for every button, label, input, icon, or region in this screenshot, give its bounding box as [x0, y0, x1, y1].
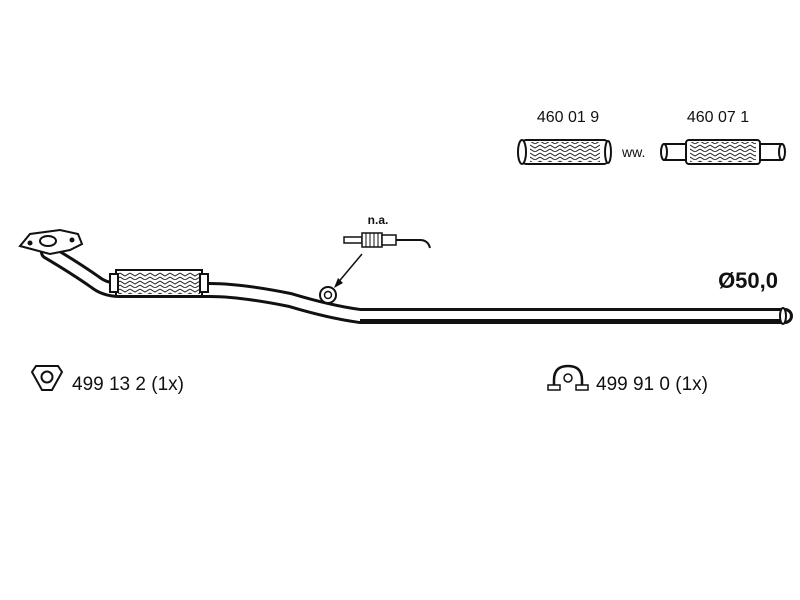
- clamp-part-label: 499 91 0 (1x): [596, 374, 708, 395]
- sensor-arrow: [334, 253, 363, 288]
- sensor-not-included-label: n.a.: [368, 213, 389, 227]
- alternative-label: ww.: [621, 144, 645, 160]
- pipe-flex-section: [109, 269, 209, 297]
- oxygen-sensor: [343, 232, 431, 249]
- clamp-icon: [547, 364, 589, 391]
- inlet-flange: [18, 228, 84, 256]
- gasket-part-label: 499 13 2 (1x): [72, 374, 184, 395]
- pipe-diameter-label: Ø50,0: [718, 268, 778, 293]
- flex-pipe-b-icon: [660, 139, 786, 165]
- exhaust-pipe: [40, 244, 793, 325]
- flex-pipe-a-icon: [517, 139, 612, 165]
- flex-pipe-a-part-number: 460 01 9: [537, 109, 599, 126]
- sensor-boss: [319, 286, 337, 304]
- flex-pipe-b-part-number: 460 07 1: [687, 109, 749, 126]
- gasket-icon: [30, 365, 64, 391]
